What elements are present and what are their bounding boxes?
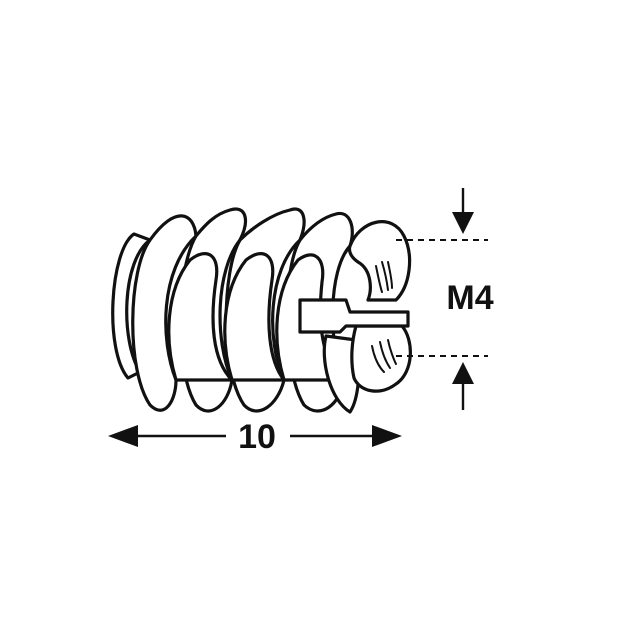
inner-thread-hatch-6 bbox=[387, 339, 397, 365]
length-arrow-right-head bbox=[372, 425, 402, 447]
split-slot bbox=[298, 298, 410, 334]
inner-thread-hatch-2 bbox=[381, 261, 389, 291]
front-collar-lower bbox=[350, 324, 412, 393]
inner-thread-hatch-5 bbox=[379, 341, 391, 369]
upper-arrow-head bbox=[452, 212, 474, 234]
thread-root-1 bbox=[167, 252, 234, 382]
inner-thread-hatch-1 bbox=[375, 265, 383, 293]
lower-arrow-head bbox=[452, 362, 474, 384]
thread-dimension: M4 bbox=[396, 188, 494, 410]
thread-root-2 bbox=[223, 252, 286, 382]
inner-thread-hatch-4 bbox=[371, 345, 385, 373]
thread-size-label: M4 bbox=[446, 279, 493, 317]
length-arrow-left-head bbox=[108, 425, 138, 447]
length-label: 10 bbox=[238, 418, 276, 456]
inner-thread-hatch-3 bbox=[387, 261, 393, 289]
front-collar bbox=[347, 220, 412, 302]
insert-body bbox=[111, 207, 412, 414]
length-dimension: 10 bbox=[108, 418, 402, 456]
